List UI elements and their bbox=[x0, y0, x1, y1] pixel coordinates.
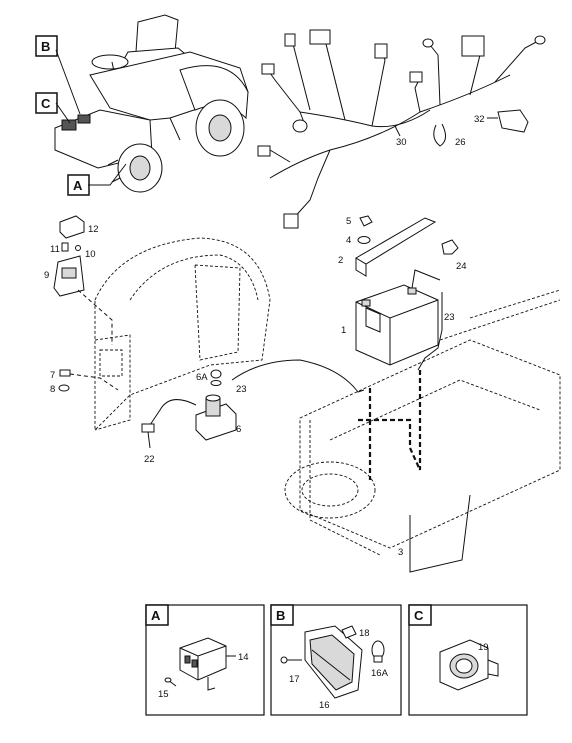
svg-text:A: A bbox=[151, 608, 161, 623]
svg-text:B: B bbox=[276, 608, 285, 623]
callout-C: C bbox=[35, 92, 71, 124]
svg-text:30: 30 bbox=[396, 137, 407, 148]
svg-text:2: 2 bbox=[338, 255, 343, 266]
svg-text:17: 17 bbox=[289, 674, 300, 685]
svg-text:C: C bbox=[41, 96, 51, 111]
cable-22: 22 bbox=[141, 399, 197, 465]
svg-text:16A: 16A bbox=[371, 668, 389, 679]
svg-text:4: 4 bbox=[346, 235, 351, 246]
svg-text:5: 5 bbox=[346, 216, 351, 227]
battery-hold-down-2: 2 bbox=[338, 217, 437, 277]
inset-A: A 14 15 bbox=[145, 604, 265, 716]
callout-B: B bbox=[35, 35, 81, 115]
svg-text:26: 26 bbox=[455, 137, 466, 148]
svg-text:7: 7 bbox=[50, 370, 55, 381]
svg-text:B: B bbox=[41, 39, 50, 54]
svg-text:23: 23 bbox=[444, 312, 455, 323]
tractor-illustration bbox=[54, 14, 249, 193]
svg-text:1: 1 bbox=[341, 325, 346, 336]
nut-5-washer-4: 5 4 bbox=[346, 215, 373, 246]
cable-23-battery: 23 bbox=[231, 359, 365, 395]
bracket-32: 32 bbox=[474, 109, 529, 133]
svg-text:16: 16 bbox=[319, 700, 330, 711]
inset-C: C 19 bbox=[408, 604, 528, 716]
nut-6A: 6A bbox=[196, 369, 222, 386]
rod-3: 3 bbox=[398, 494, 471, 573]
cap-12: 12 bbox=[59, 215, 99, 239]
svg-text:23: 23 bbox=[236, 384, 247, 395]
bulb-16A bbox=[371, 640, 385, 663]
svg-text:22: 22 bbox=[144, 454, 155, 465]
socket-19 bbox=[439, 639, 499, 691]
svg-text:15: 15 bbox=[158, 689, 169, 700]
fender-outline bbox=[94, 237, 271, 432]
frame-outline bbox=[284, 289, 561, 556]
svg-text:18: 18 bbox=[359, 628, 370, 639]
svg-text:19: 19 bbox=[478, 642, 489, 653]
svg-text:C: C bbox=[414, 608, 424, 623]
inset-B: B 18 17 16 16A bbox=[270, 604, 402, 716]
svg-text:6A: 6A bbox=[196, 372, 208, 383]
callout-A: A bbox=[67, 163, 127, 196]
svg-text:24: 24 bbox=[456, 261, 467, 272]
battery-1: 1 bbox=[341, 269, 441, 366]
switch-9: 9 bbox=[44, 255, 113, 345]
headlight-16 bbox=[304, 625, 363, 699]
cable-23-positive: 23 bbox=[417, 292, 455, 371]
svg-text:8: 8 bbox=[50, 384, 55, 395]
clip-18 bbox=[341, 625, 357, 639]
svg-text:9: 9 bbox=[44, 270, 49, 281]
svg-text:10: 10 bbox=[85, 249, 96, 260]
svg-text:11: 11 bbox=[50, 244, 60, 255]
solenoid-6: 6 bbox=[195, 394, 241, 441]
switch-14 bbox=[179, 637, 227, 691]
svg-text:3: 3 bbox=[398, 547, 403, 558]
svg-text:A: A bbox=[73, 178, 83, 193]
svg-text:32: 32 bbox=[474, 114, 485, 125]
svg-text:6: 6 bbox=[236, 424, 241, 435]
boot-24: 24 bbox=[441, 239, 467, 272]
bolt-7-washer-8: 7 8 bbox=[50, 369, 119, 395]
wiring-harness-30: 30 bbox=[257, 29, 546, 229]
svg-text:14: 14 bbox=[238, 652, 249, 663]
tie-clip-26: 26 bbox=[433, 123, 466, 148]
screws-11-10: 11 10 bbox=[50, 242, 96, 260]
svg-text:12: 12 bbox=[88, 224, 99, 235]
